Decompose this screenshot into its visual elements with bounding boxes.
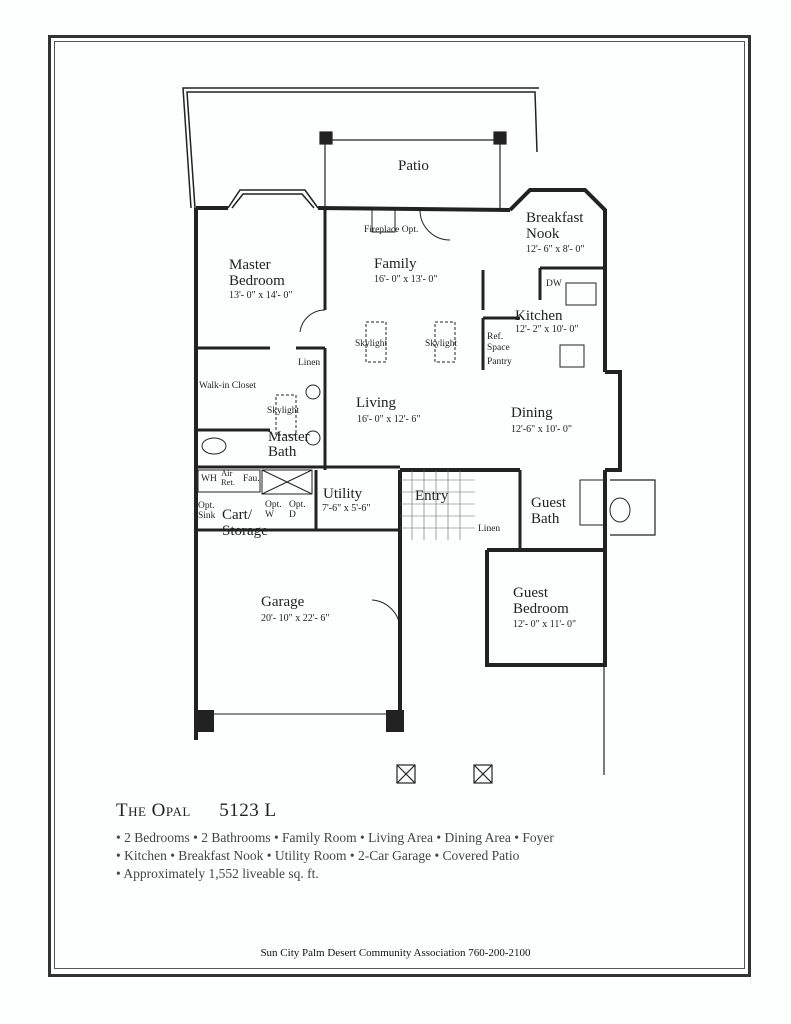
dim-dining: 12'-6" x 10'- 0" bbox=[511, 424, 572, 435]
patio-outline bbox=[319, 131, 507, 210]
room-label-master-bath-2: Bath bbox=[268, 444, 297, 460]
label-linen-master: Linen bbox=[298, 358, 321, 368]
label-ref-space-2: Space bbox=[487, 343, 510, 353]
bay-window bbox=[227, 189, 319, 209]
feature-list: • 2 Bedrooms • 2 Bathrooms • Family Room… bbox=[116, 829, 554, 883]
dim-garage: 20'- 10" x 22'- 6" bbox=[261, 613, 330, 624]
room-label-guest-bedroom-1: Guest bbox=[513, 585, 548, 601]
label-opt-washer-2: W bbox=[265, 510, 274, 520]
skylights bbox=[275, 321, 456, 436]
label-air-ret-2: Ret. bbox=[221, 477, 235, 487]
room-label-living: Living bbox=[356, 395, 396, 411]
label-opt-washer-1: Opt. bbox=[265, 500, 282, 510]
interior-walls bbox=[196, 210, 605, 552]
page-border-inner bbox=[54, 41, 745, 969]
label-opt-dryer-2: D bbox=[289, 510, 296, 520]
room-label-utility: Utility bbox=[323, 486, 363, 502]
label-skylight-family-2: Skylight bbox=[425, 339, 458, 349]
footer-contact: Sun City Palm Desert Community Associati… bbox=[260, 947, 531, 959]
room-label-breakfast-nook-1: Breakfast bbox=[526, 210, 584, 226]
room-label-guest-bath-2: Bath bbox=[531, 511, 560, 527]
room-label-family: Family bbox=[374, 256, 417, 272]
room-label-master-bedroom-2: Bedroom bbox=[229, 273, 285, 289]
room-label-cart-storage-1: Cart/ bbox=[222, 507, 252, 523]
room-label-dining: Dining bbox=[511, 405, 553, 421]
dim-guest-bedroom: 12'- 0" x 11'- 0" bbox=[513, 619, 577, 630]
dim-breakfast-nook: 12'- 6" x 8'- 0" bbox=[526, 244, 585, 255]
room-label-garage: Garage bbox=[261, 594, 305, 610]
feature-line: • Kitchen • Breakfast Nook • Utility Roo… bbox=[116, 848, 520, 863]
exterior-walls bbox=[194, 188, 622, 740]
label-fau: Fau. bbox=[243, 474, 260, 484]
dim-family: 16'- 0" x 13'- 0" bbox=[374, 274, 438, 285]
label-skylight-bath: Skylight bbox=[267, 406, 300, 416]
dim-master-bedroom: 13'- 0" x 14'- 0" bbox=[229, 290, 293, 301]
feature-line: • 2 Bedrooms • 2 Bathrooms • Family Room… bbox=[116, 830, 554, 845]
label-dishwasher: DW bbox=[546, 279, 562, 289]
dim-utility: 7'-6" x 5'-6" bbox=[322, 503, 371, 514]
room-label-kitchen: Kitchen bbox=[515, 308, 563, 324]
room-label-cart-storage-2: Storage bbox=[222, 523, 268, 539]
label-opt-dryer-1: Opt. bbox=[289, 500, 306, 510]
plan-name: The Opal bbox=[116, 800, 191, 821]
label-opt-sink-2: Sink bbox=[198, 511, 216, 521]
label-skylight-family-1: Skylight bbox=[355, 339, 388, 349]
label-linen-hall: Linen bbox=[478, 524, 501, 534]
garage-door-swing bbox=[371, 599, 401, 629]
entry-tile bbox=[400, 470, 475, 540]
room-label-guest-bath-1: Guest bbox=[531, 495, 566, 511]
patio-fence bbox=[182, 87, 539, 209]
room-label-breakfast-nook-2: Nook bbox=[526, 226, 560, 242]
label-water-heater: WH bbox=[201, 474, 217, 484]
room-label-master-bath-1: Master bbox=[268, 429, 310, 445]
feature-line: • Approximately 1,552 liveable sq. ft. bbox=[116, 866, 319, 881]
label-pantry: Pantry bbox=[487, 357, 512, 367]
label-opt-sink-1: Opt. bbox=[198, 501, 215, 511]
page-border bbox=[48, 35, 751, 977]
dim-kitchen: 12'- 2" x 10'- 0" bbox=[515, 324, 579, 335]
garage-posts bbox=[196, 710, 404, 732]
label-fireplace-opt: Fireplace Opt. bbox=[364, 225, 419, 235]
room-label-entry: Entry bbox=[415, 488, 449, 504]
plan-title: The Opal 5123 L bbox=[116, 800, 277, 822]
plan-model: 5123 L bbox=[219, 800, 277, 821]
fixtures bbox=[197, 209, 631, 526]
dim-living: 16'- 0" x 12'- 6" bbox=[357, 414, 421, 425]
label-walk-in-closet: Walk-in Closet bbox=[199, 381, 257, 391]
room-label-patio: Patio bbox=[398, 158, 429, 174]
label-ref-space-1: Ref. bbox=[487, 332, 504, 342]
label-air-ret-1: Air bbox=[221, 468, 233, 478]
room-label-guest-bedroom-2: Bedroom bbox=[513, 601, 569, 617]
front-porch bbox=[396, 479, 656, 784]
room-label-master-bedroom-1: Master bbox=[229, 257, 271, 273]
